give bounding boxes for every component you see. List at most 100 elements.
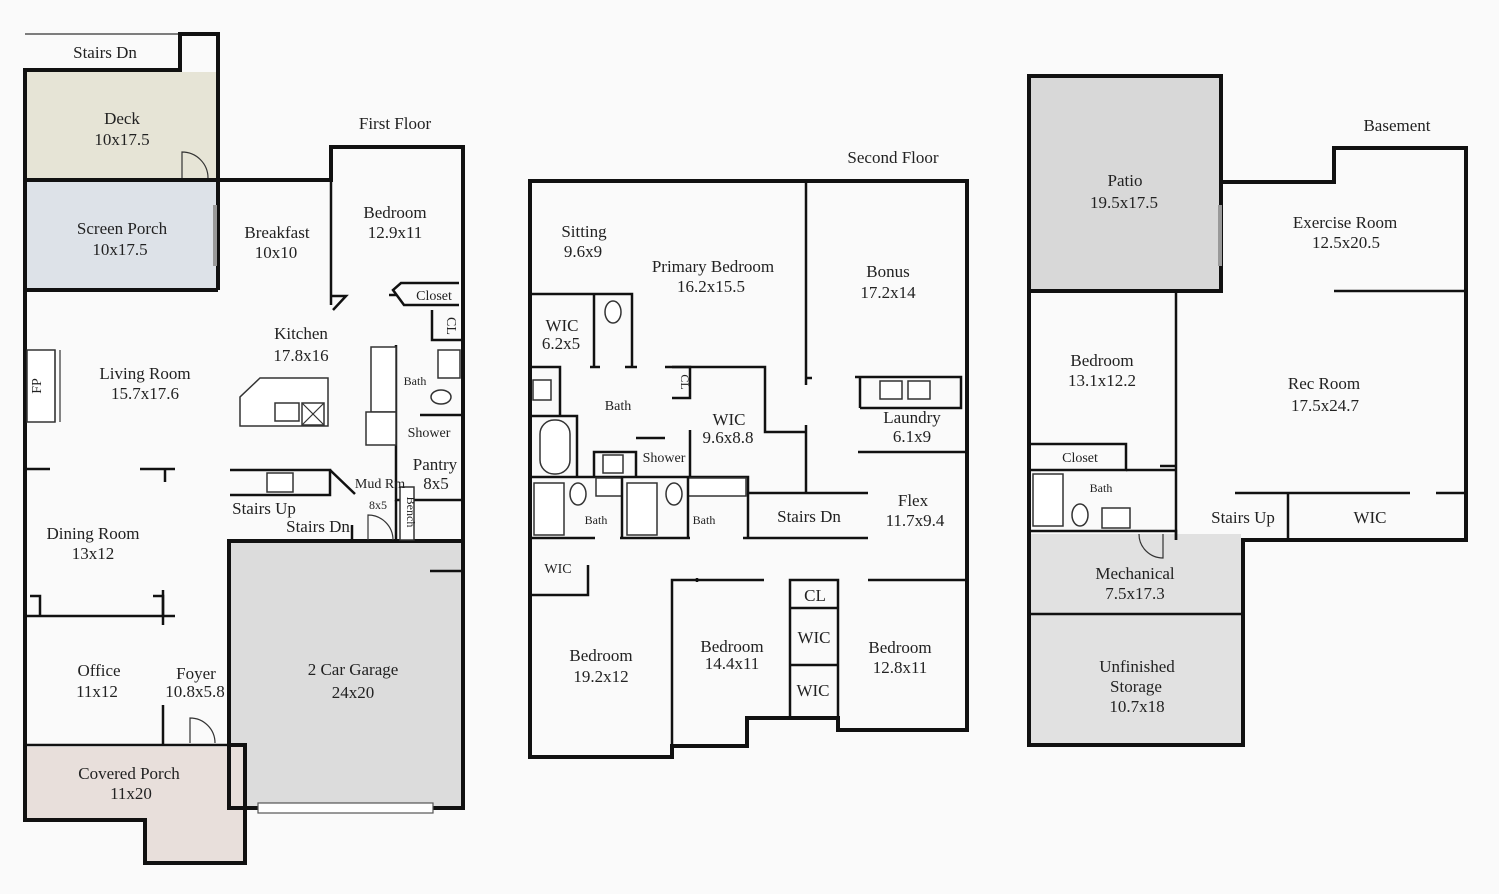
room-dims: 8x5	[423, 474, 449, 493]
room-dims: 9.6x8.8	[703, 428, 754, 447]
room-dims: 16.2x15.5	[677, 277, 745, 296]
exterior-wall	[528, 179, 969, 759]
tub-icon	[626, 482, 658, 536]
basement-plan: Basement Patio 19.5x17.5 Exercise Room 1…	[1027, 74, 1468, 747]
room-dims: 13x12	[72, 544, 115, 563]
room-label: CL	[443, 317, 458, 335]
room-label: Shower	[408, 426, 451, 441]
tub-icon	[533, 482, 565, 536]
room-label: Mud Rm	[355, 477, 405, 492]
room-label: Unfinished	[1099, 657, 1175, 676]
room-label: Stairs Dn	[73, 43, 137, 62]
wall	[331, 294, 349, 311]
room-label: Bath	[693, 513, 716, 527]
sink-icon	[595, 477, 623, 497]
room-dims: 10x17.5	[94, 130, 149, 149]
room-dims: 15.7x17.6	[111, 384, 179, 403]
tub-icon	[1032, 473, 1064, 527]
room-dims: 10x17.5	[92, 240, 147, 259]
room-label: Stairs Up	[232, 499, 296, 518]
room-label: Stairs Dn	[286, 517, 350, 536]
toilet-icon	[665, 482, 683, 506]
room-label: Rec Room	[1288, 374, 1360, 393]
toilet-icon	[430, 389, 452, 405]
room-dims: 10.8x5.8	[165, 682, 225, 701]
door-swing[interactable]	[181, 151, 209, 179]
toilet-icon	[1071, 503, 1089, 527]
room-label: Bedroom	[569, 646, 632, 665]
room-dims: 12.5x20.5	[1312, 233, 1380, 252]
front-door-swing[interactable]	[189, 717, 216, 744]
room-label: Bedroom	[363, 203, 426, 222]
covered-porch-area	[27, 747, 243, 861]
bathtub-icon	[539, 419, 571, 475]
door-swing[interactable]	[367, 514, 394, 541]
room-label: Bedroom	[1070, 351, 1133, 370]
room-label: WIC	[712, 410, 745, 429]
room-label: Bedroom	[700, 637, 763, 656]
deck-wall	[23, 32, 220, 290]
cl-wall	[672, 365, 692, 400]
room-dims: 11x12	[76, 682, 118, 701]
room-dims: 17.8x16	[273, 346, 328, 365]
room-label: 2 Car Garage	[308, 660, 399, 679]
second-floor-plan: CL Second Floor Sitting 9.6x9 Primary Be…	[528, 148, 969, 759]
unfinished-area	[1031, 534, 1241, 743]
room-label: Bonus	[866, 262, 909, 281]
room-label: Foyer	[176, 664, 216, 683]
counter	[370, 346, 397, 413]
room-label: WIC	[544, 562, 571, 577]
bench	[399, 486, 415, 541]
room-dims: 24x20	[332, 683, 375, 702]
room-label: Flex	[898, 491, 929, 510]
room-label: WIC	[545, 316, 578, 335]
exterior-wall	[25, 145, 465, 540]
room-dims: 11x20	[110, 784, 152, 803]
room-label: Shower	[643, 451, 686, 466]
sink-icon	[532, 379, 552, 401]
room-dims: 11.7x9.4	[886, 511, 945, 530]
room-label: Stairs Dn	[777, 507, 841, 526]
room-dims: 12.9x11	[368, 223, 423, 242]
sink-icon	[1101, 507, 1131, 529]
room-dims: 9.6x9	[564, 242, 602, 261]
room-label: Sitting	[561, 222, 607, 241]
toilet-icon	[604, 300, 622, 324]
room-label: FP	[30, 378, 45, 394]
room-dims: 6.1x9	[893, 427, 931, 446]
double-sink-icon	[687, 477, 747, 497]
room-label: Patio	[1108, 171, 1143, 190]
room-label: Laundry	[883, 408, 941, 427]
room-dims: 19.2x12	[573, 667, 628, 686]
closet-wall	[391, 281, 459, 307]
room-label: Bench	[404, 497, 418, 528]
room-dims: 12.8x11	[873, 658, 928, 677]
garage-door[interactable]	[257, 802, 434, 814]
room-label: Exercise Room	[1293, 213, 1397, 232]
room-label: Closet	[1062, 451, 1098, 466]
cooktop-icon	[266, 472, 294, 493]
room-label: Living Room	[99, 364, 190, 383]
washer-icon	[879, 380, 903, 400]
floor-title: First Floor	[359, 114, 432, 133]
room-dims: 13.1x12.2	[1068, 371, 1136, 390]
room-label: Stairs Up	[1211, 508, 1275, 527]
exterior-wall	[23, 180, 247, 865]
screen-porch-area	[27, 182, 216, 289]
room-dims: 17.2x14	[860, 283, 916, 302]
room-label: Dining Room	[46, 524, 139, 543]
room-label: Bath	[585, 513, 608, 527]
room-label: Deck	[104, 109, 140, 128]
room-label: Kitchen	[274, 324, 328, 343]
door-swing[interactable]	[1138, 533, 1164, 559]
room-dims: 10x10	[255, 243, 298, 262]
room-label: CL	[678, 374, 692, 389]
sink-icon	[437, 349, 461, 379]
room-label: Mechanical	[1095, 564, 1175, 583]
patio-area	[1031, 78, 1220, 290]
room-dims: 7.5x17.3	[1105, 584, 1165, 603]
room-label: CL	[804, 586, 826, 605]
room-dims: 19.5x17.5	[1090, 193, 1158, 212]
counter	[230, 468, 332, 497]
first-floor-plan: Closet CL Bath Shower Bench FP	[23, 32, 465, 865]
